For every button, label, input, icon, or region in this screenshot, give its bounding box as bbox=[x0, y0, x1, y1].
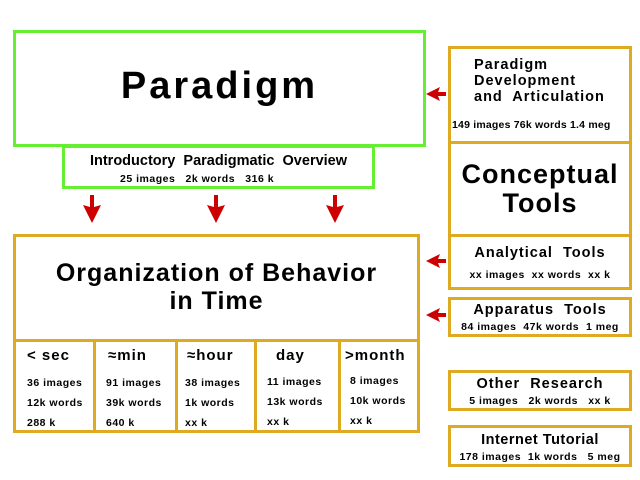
development-stats: 149 images 76k words 1.4 meg bbox=[452, 119, 611, 131]
column-images: 38 images bbox=[185, 377, 241, 389]
conceptual-divider bbox=[451, 234, 629, 237]
organization-box[interactable]: Organization of Behavior in Time < sec 3… bbox=[13, 234, 420, 433]
analytical-tools-stats: xx images xx words xx k bbox=[469, 269, 611, 281]
column-size: xx k bbox=[267, 416, 290, 428]
other-research-stats: 5 images 2k words xx k bbox=[469, 395, 611, 407]
internet-tutorial-box[interactable]: Internet Tutorial 178 images 1k words 5 … bbox=[448, 425, 632, 467]
column-images: 36 images bbox=[27, 377, 83, 389]
column-label-month[interactable]: >month bbox=[345, 347, 406, 364]
column-images: 11 images bbox=[267, 376, 322, 388]
analytical-tools-title[interactable]: Analytical Tools bbox=[474, 245, 606, 261]
arrow-left-icon bbox=[426, 308, 446, 322]
internet-tutorial-stats: 178 images 1k words 5 meg bbox=[459, 451, 621, 463]
conceptual-tools-line2: Tools bbox=[502, 188, 578, 218]
overview-stats: 25 images 2k words 316 k bbox=[120, 173, 275, 185]
organization-title-line2: in Time bbox=[169, 287, 264, 315]
development-line2: Development bbox=[474, 73, 577, 89]
column-divider bbox=[338, 341, 341, 430]
conceptual-tools-line1: Conceptual bbox=[461, 159, 619, 189]
overview-title: Introductory Paradigmatic Overview bbox=[89, 153, 348, 169]
column-divider bbox=[254, 341, 257, 430]
right-tools-box: Paradigm Development and Articulation 14… bbox=[448, 46, 632, 290]
column-images: 8 images bbox=[350, 375, 399, 387]
column-label-day[interactable]: day bbox=[276, 347, 305, 364]
paradigm-title: Paradigm bbox=[120, 65, 319, 107]
column-label-sec[interactable]: < sec bbox=[27, 347, 70, 364]
column-size: xx k bbox=[185, 417, 208, 429]
column-divider bbox=[93, 341, 96, 430]
column-words: 1k words bbox=[185, 397, 235, 409]
column-size: 640 k bbox=[106, 417, 135, 429]
other-research-title: Other Research bbox=[476, 376, 604, 392]
arrow-left-icon bbox=[426, 254, 446, 268]
arrow-left-icon bbox=[426, 87, 446, 101]
column-words: 12k words bbox=[27, 397, 83, 409]
development-divider bbox=[451, 141, 629, 144]
column-size: 288 k bbox=[27, 417, 56, 429]
column-words: 39k words bbox=[106, 397, 162, 409]
arrow-down-icon bbox=[207, 195, 225, 223]
column-images: 91 images bbox=[106, 377, 162, 389]
arrow-down-icon bbox=[326, 195, 344, 223]
organization-divider bbox=[16, 339, 417, 342]
organization-title-line1: Organization of Behavior bbox=[55, 259, 378, 287]
paradigm-box[interactable]: Paradigm bbox=[13, 30, 426, 147]
column-size: xx k bbox=[350, 415, 373, 427]
column-words: 13k words bbox=[267, 396, 323, 408]
overview-box[interactable]: Introductory Paradigmatic Overview 25 im… bbox=[62, 145, 375, 189]
other-research-box[interactable]: Other Research 5 images 2k words xx k bbox=[448, 370, 632, 411]
column-label-min[interactable]: ≈min bbox=[108, 347, 147, 364]
development-line3: and Articulation bbox=[474, 89, 605, 105]
column-label-hour[interactable]: ≈hour bbox=[187, 347, 234, 364]
development-line1: Paradigm bbox=[474, 57, 549, 73]
apparatus-tools-title: Apparatus Tools bbox=[473, 302, 607, 318]
internet-tutorial-title: Internet Tutorial bbox=[481, 432, 599, 448]
column-words: 10k words bbox=[350, 395, 406, 407]
arrow-down-icon bbox=[83, 195, 101, 223]
apparatus-tools-box[interactable]: Apparatus Tools 84 images 47k words 1 me… bbox=[448, 297, 632, 337]
column-divider bbox=[175, 341, 178, 430]
apparatus-tools-stats: 84 images 47k words 1 meg bbox=[461, 321, 619, 333]
